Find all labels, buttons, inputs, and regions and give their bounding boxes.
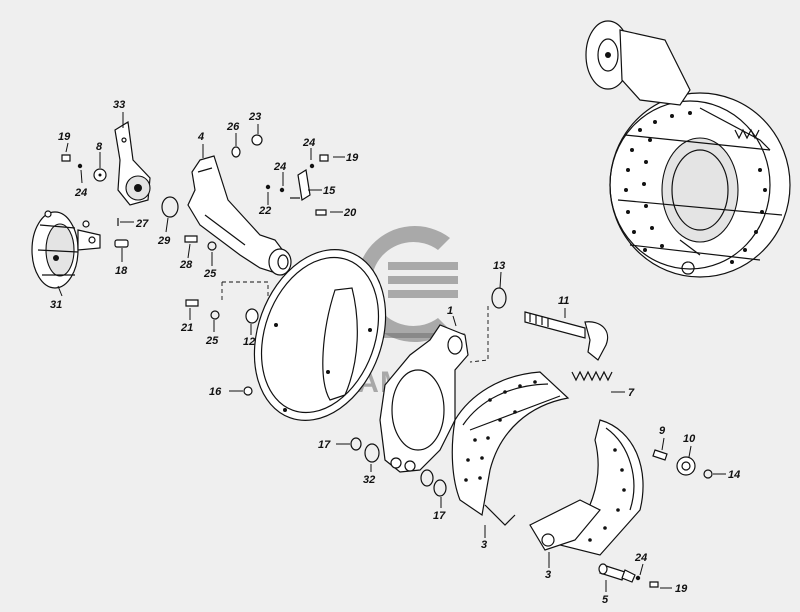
- callout-labels: 33 19 8 24 27 18 29 4 26 23 24 24 19 15 …: [50, 99, 740, 606]
- label-12: 12: [243, 336, 255, 348]
- label-26: 26: [226, 121, 240, 133]
- assembled-brake: [585, 20, 791, 278]
- label-33: 33: [113, 99, 125, 111]
- bracket-4: [187, 155, 292, 276]
- label-24-left: 24: [74, 187, 87, 199]
- assembly-dash-lines: [221, 281, 489, 363]
- label-29: 29: [157, 235, 171, 247]
- label-5: 5: [602, 594, 609, 606]
- label-3-right: 3: [545, 569, 551, 581]
- label-18: 18: [115, 265, 128, 277]
- brake-chamber: [31, 210, 101, 289]
- label-1: 1: [447, 305, 453, 317]
- label-13: 13: [493, 260, 505, 272]
- label-4: 4: [197, 131, 204, 143]
- label-27: 27: [135, 218, 149, 230]
- label-16: 16: [209, 386, 222, 398]
- label-23: 23: [248, 111, 261, 123]
- label-31: 31: [50, 299, 62, 311]
- drum-rivets: [624, 111, 767, 264]
- leader-lines: [57, 112, 726, 592]
- label-14: 14: [728, 469, 740, 481]
- label-8: 8: [96, 141, 103, 153]
- label-17-left: 17: [318, 439, 331, 451]
- label-7: 7: [628, 387, 635, 399]
- label-22: 22: [258, 205, 271, 217]
- label-11: 11: [558, 295, 569, 307]
- label-24-bottom: 24: [634, 552, 647, 564]
- label-21: 21: [180, 322, 193, 334]
- camshaft: [524, 311, 609, 361]
- label-19-top: 19: [58, 131, 71, 143]
- slack-adjuster: [114, 121, 151, 206]
- small-parts: [61, 134, 713, 588]
- brake-shoe-left: [451, 371, 570, 526]
- label-19-bottom: 19: [675, 583, 688, 595]
- label-3-left: 3: [481, 539, 487, 551]
- shoe-left-rivets: [464, 380, 537, 482]
- label-24-mid: 24: [273, 161, 286, 173]
- label-20: 20: [343, 207, 357, 219]
- label-32: 32: [363, 474, 375, 486]
- label-17-right: 17: [433, 510, 446, 522]
- label-9: 9: [659, 425, 666, 437]
- dust-shield: [253, 249, 387, 421]
- label-25-lower: 25: [205, 335, 219, 347]
- label-28: 28: [179, 259, 193, 271]
- label-15: 15: [323, 185, 336, 197]
- label-19-mid: 19: [346, 152, 359, 164]
- label-25-upper: 25: [203, 268, 217, 280]
- shoe-right-rivets: [588, 448, 626, 542]
- brake-shoe-right: [529, 419, 644, 556]
- brake-spider: [379, 324, 469, 473]
- label-24-upper: 24: [302, 137, 315, 149]
- label-10: 10: [683, 433, 696, 445]
- return-spring: [571, 370, 613, 382]
